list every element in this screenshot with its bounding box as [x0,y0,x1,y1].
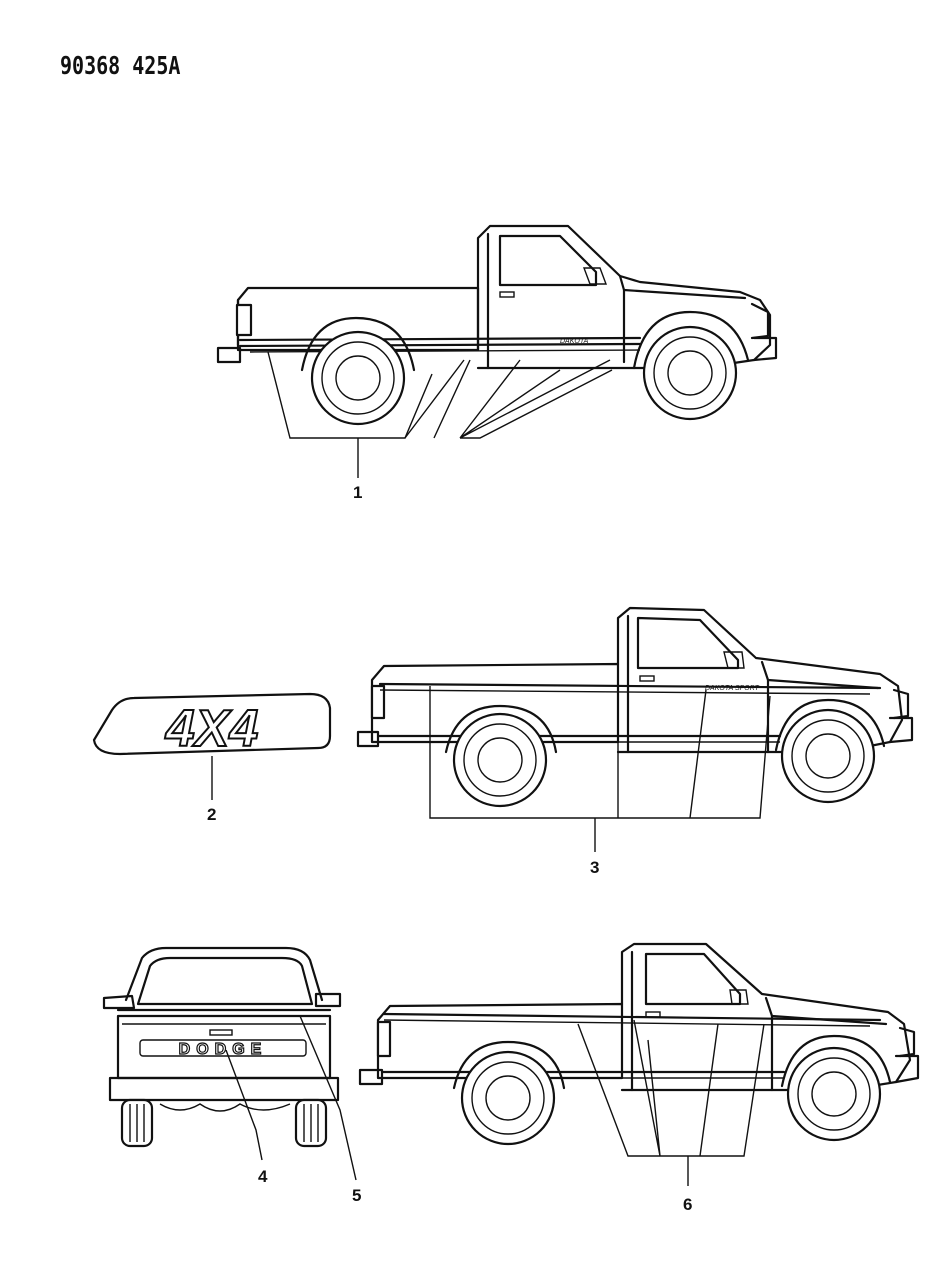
callout-4: 4 [258,1167,268,1186]
emblem-4x4: 4X4 [92,692,332,800]
callout-2: 2 [207,805,216,824]
document-id: 90368 425A [60,50,181,80]
truck-side-view-1: DAKOTA [216,224,778,478]
svg-text:DAKOTA SPORT: DAKOTA SPORT [705,685,760,692]
callout-3: 3 [590,858,599,877]
truck-rear-view: DODGE [102,946,357,1181]
tailgate-decal-text: DODGE [179,1041,268,1058]
truck-side-view-6 [358,942,920,1186]
emblem-4x4-text: 4X4 [165,700,259,758]
callout-1: 1 [353,483,362,502]
truck-side-view-3: DAKOTA SPORT [356,606,914,852]
svg-text:DAKOTA: DAKOTA [560,338,589,345]
callout-6: 6 [683,1195,692,1214]
callout-5: 5 [352,1186,361,1205]
